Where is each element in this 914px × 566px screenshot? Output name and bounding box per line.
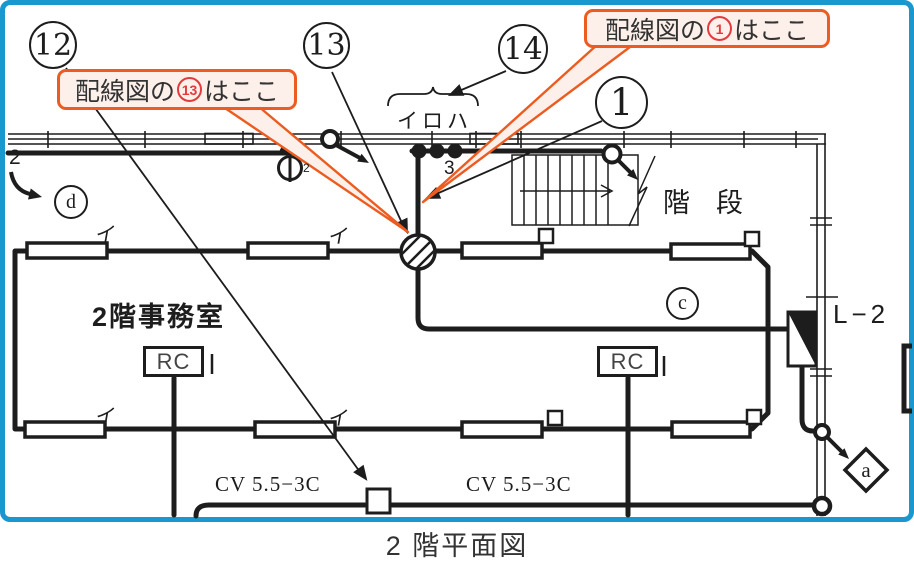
switch-dots [411, 143, 463, 159]
wall-connector-lower [811, 495, 833, 517]
wall-number-label: 2 [9, 146, 21, 169]
cable-label-left: CV 5.5−3C [215, 472, 321, 496]
diamond-a-symbol [842, 446, 890, 494]
marker-leaders [65, 67, 603, 481]
right-edge-bracket [901, 343, 912, 414]
circle-d: d [54, 185, 88, 219]
callout-1-pre: 配線図の [604, 16, 705, 45]
marker-13: 13 [303, 22, 350, 69]
cable-label-right: CV 5.5−3C [466, 472, 572, 496]
stairs-label: 階段 [663, 188, 769, 218]
floorplan-drawing [5, 42, 912, 519]
room-label: 2階事務室 [92, 302, 226, 332]
switch-count-label: 3 [444, 158, 455, 179]
marker-1: 1 [595, 76, 648, 129]
junction-box [399, 233, 437, 271]
circle-c: c [666, 287, 699, 320]
circled-1-red: 1 [707, 16, 732, 41]
outlet-sub-label: 2 [303, 161, 310, 175]
wall-num-arrow [9, 171, 42, 200]
wall-connector-upper [813, 423, 849, 459]
callout-13-pre: 配線図の [74, 77, 175, 106]
circled-13-red: 13 [177, 77, 202, 102]
rc-box-right: RC [597, 346, 658, 377]
marker-14: 14 [498, 24, 548, 74]
rc-ticks [210, 354, 666, 376]
rc-box-left: RC [143, 346, 204, 377]
distribution-board [786, 310, 818, 368]
iroha-brace [387, 86, 479, 107]
callout-wiring-13: 配線図の 13 はここ [57, 69, 297, 110]
callout-13-post: はここ [204, 77, 280, 106]
wall-lamp-symbol [320, 129, 369, 163]
diamond-a-label: a [861, 458, 871, 482]
marker-12: 12 [29, 21, 77, 69]
staircase [511, 154, 656, 227]
cable-pull-box [365, 487, 392, 515]
callout-1-post: はここ [734, 16, 810, 45]
iroha-label: イロハ [397, 110, 472, 133]
figure-caption: 2 階平面図 [385, 531, 529, 561]
stairs-lamp-symbol [601, 143, 638, 180]
panel-l2-label: L−2 [833, 299, 890, 329]
square-markers [537, 227, 763, 427]
callout-wiring-1: 配線図の 1 はここ [584, 9, 830, 48]
light-fixtures [23, 241, 752, 439]
